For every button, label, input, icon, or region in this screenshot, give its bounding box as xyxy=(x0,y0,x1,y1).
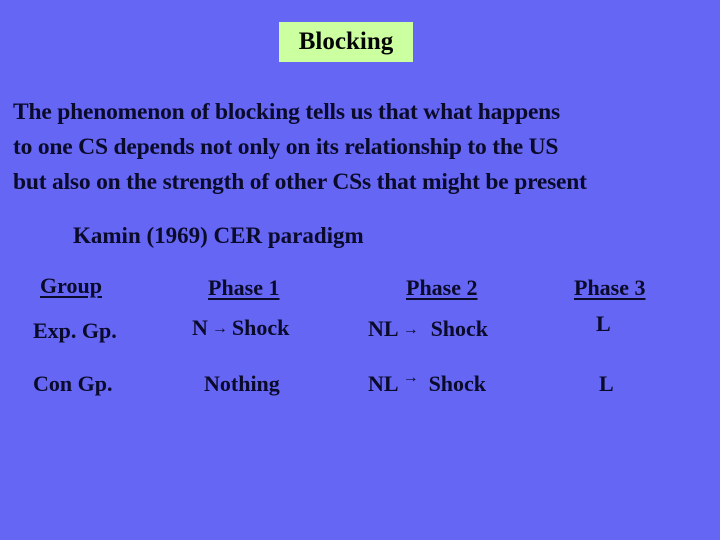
row-exp-phase-1: N→Shock xyxy=(192,315,289,341)
slide-title-box: Blocking xyxy=(279,22,413,62)
outcome: Shock xyxy=(231,315,290,340)
arrow-right-icon: → xyxy=(211,320,228,337)
stimulus: N xyxy=(192,315,208,340)
outcome: Shock xyxy=(428,371,487,396)
stimulus: NL xyxy=(368,371,399,396)
outcome: Shock xyxy=(430,316,489,341)
paragraph-line: The phenomenon of blocking tells us that… xyxy=(13,99,560,125)
paragraph-line: to one CS depends not only on its relati… xyxy=(13,134,559,160)
header-phase-2: Phase 2 xyxy=(406,275,478,300)
header-group: Group xyxy=(40,273,102,298)
description-paragraph: The phenomenon of blocking tells us that… xyxy=(13,95,587,200)
row-con-phase-1: Nothing xyxy=(204,371,280,396)
arrow-right-icon: → xyxy=(402,321,419,338)
row-con-group: Con Gp. xyxy=(33,371,113,396)
paradigm-subtitle: Kamin (1969) CER paradigm xyxy=(73,223,364,248)
row-exp-phase-2: NL→ Shock xyxy=(368,316,488,342)
row-con-phase-2: NL→ Shock xyxy=(368,369,487,397)
header-phase-3: Phase 3 xyxy=(574,275,646,300)
slide-title: Blocking xyxy=(298,28,394,55)
row-exp-phase-3: L xyxy=(596,311,611,336)
stimulus: NL xyxy=(368,316,399,341)
header-phase-1: Phase 1 xyxy=(208,275,280,300)
row-con-phase-3: L xyxy=(599,371,614,396)
paragraph-line: but also on the strength of other CSs th… xyxy=(13,169,587,195)
arrow-right-icon: → xyxy=(402,369,419,386)
row-exp-group: Exp. Gp. xyxy=(33,318,117,343)
